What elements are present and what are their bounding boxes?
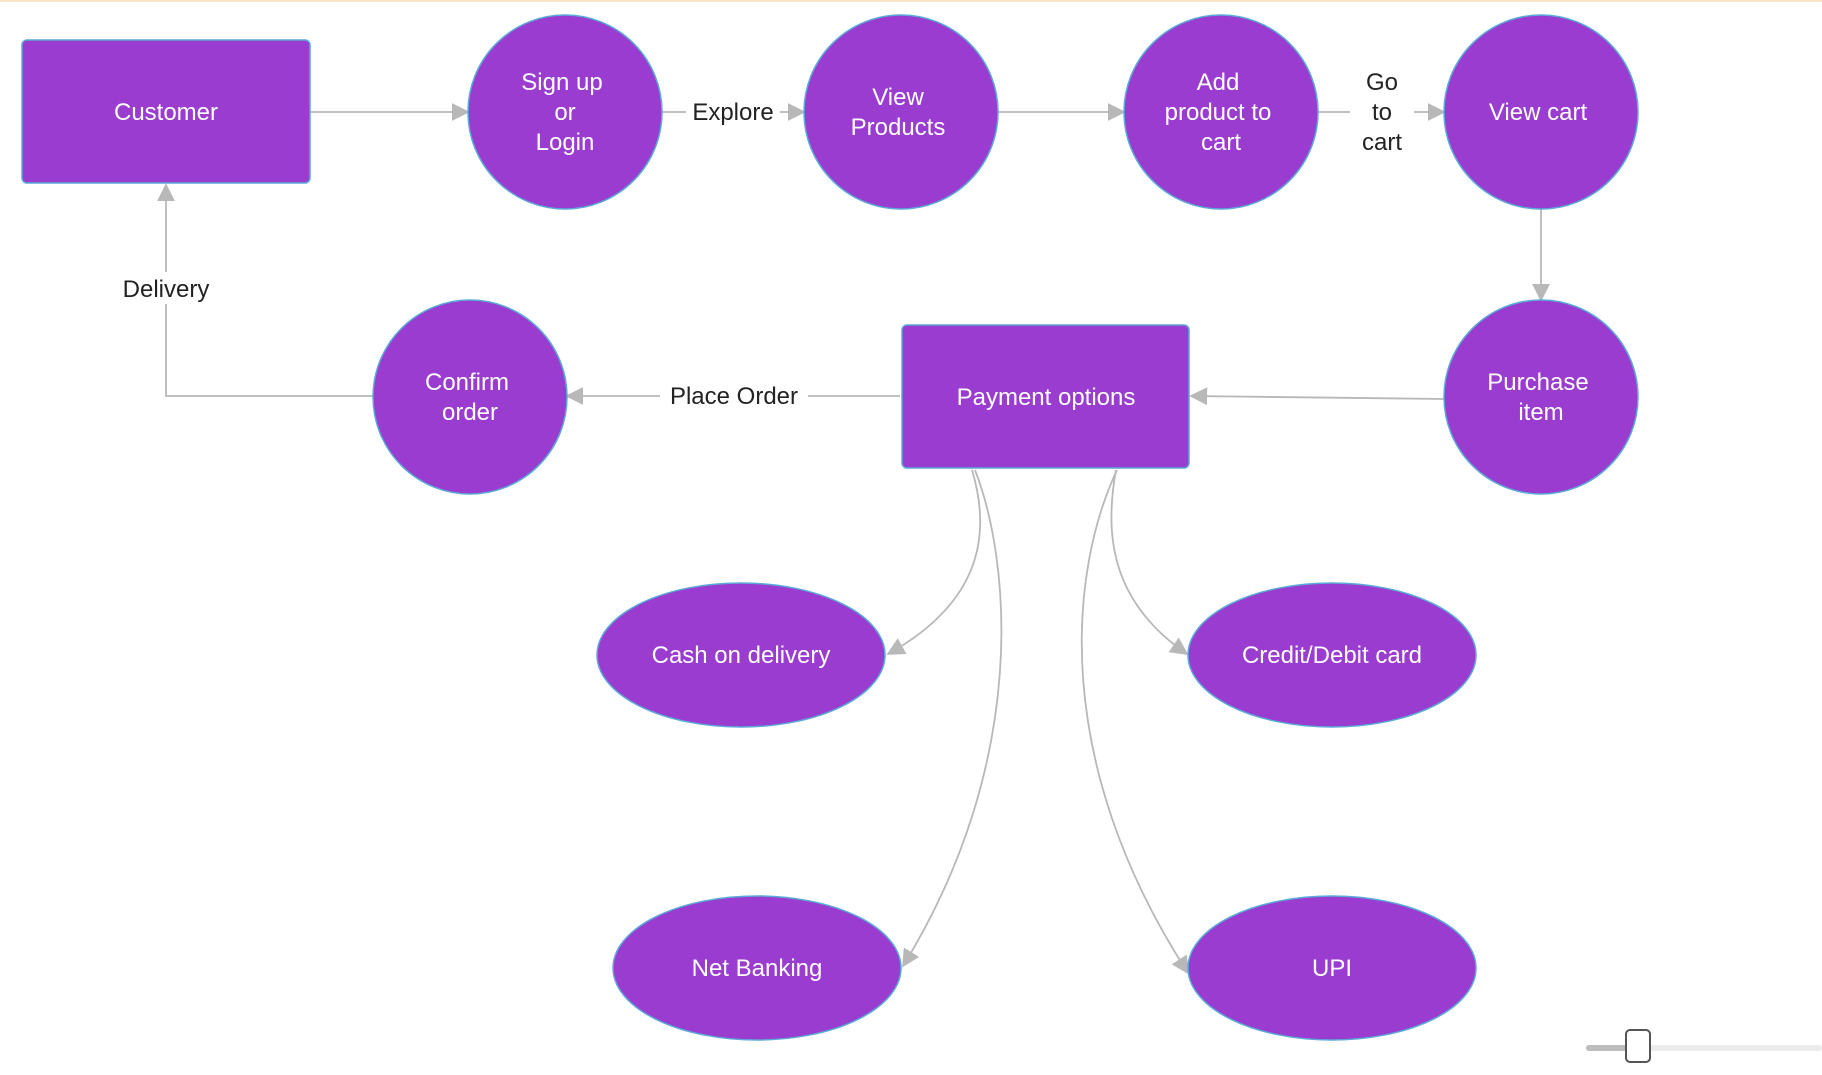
node-netbanking-label: Net Banking <box>692 955 823 982</box>
zoom-slider-handle[interactable] <box>1625 1029 1651 1063</box>
node-confirm-label-line-2: order <box>442 399 498 426</box>
node-customer-label: Customer <box>114 99 218 126</box>
edge-label-delivery-text: Delivery <box>123 276 210 303</box>
node-payment-options[interactable]: Payment options <box>901 324 1190 469</box>
edge-payment-to-cod <box>886 469 982 655</box>
node-credit-debit-card[interactable]: Credit/Debit card <box>1187 582 1477 728</box>
node-customer[interactable]: Customer <box>21 39 311 184</box>
node-card-label: Credit/Debit card <box>1242 642 1422 669</box>
edge-label-place-order: Place Order <box>660 380 808 410</box>
edge-label-place-order-text: Place Order <box>670 383 798 410</box>
node-add-to-cart-label-line-2: product to <box>1165 99 1272 126</box>
node-view-products[interactable]: View Products <box>803 14 999 210</box>
node-purchase-item[interactable]: Purchase item <box>1443 299 1639 495</box>
node-purchase-label-line-1: Purchase <box>1487 369 1588 396</box>
top-border <box>0 0 1822 2</box>
edge-label-go-to-cart-line-2: to <box>1372 99 1392 126</box>
node-cod-label: Cash on delivery <box>652 642 831 669</box>
edge-label-go-to-cart-line-1: Go <box>1366 69 1398 96</box>
edge-labels: Explore Go to cart Place Order Delivery <box>112 62 1414 410</box>
node-net-banking[interactable]: Net Banking <box>612 895 902 1041</box>
edge-payment-to-netbanking <box>902 469 1003 968</box>
node-add-to-cart-label-line-3: cart <box>1201 129 1241 156</box>
zoom-slider-track[interactable] <box>1586 1045 1822 1051</box>
node-confirm-label-line-1: Confirm <box>425 369 509 396</box>
node-upi[interactable]: UPI <box>1187 895 1477 1041</box>
edge-label-delivery: Delivery <box>112 272 220 304</box>
edge-label-explore-text: Explore <box>692 99 773 126</box>
node-view-cart[interactable]: View cart <box>1443 14 1639 210</box>
node-signup-label-line-2: or <box>554 99 575 126</box>
node-add-to-cart-label-line-1: Add <box>1197 69 1240 96</box>
node-view-cart-label: View cart <box>1489 99 1588 126</box>
edge-label-go-to-cart-line-3: cart <box>1362 129 1402 156</box>
edge-purchase-to-payment <box>1189 387 1445 406</box>
edge-payment-to-card <box>1110 469 1189 656</box>
node-view-products-label-line-1: View <box>872 84 924 111</box>
node-signup-label-line-3: Login <box>536 129 595 156</box>
node-payment-label: Payment options <box>957 384 1136 411</box>
zoom-slider-fill <box>1586 1045 1638 1051</box>
node-upi-label: UPI <box>1312 955 1352 982</box>
node-cash-on-delivery[interactable]: Cash on delivery <box>596 582 886 728</box>
nodes: Customer Sign up or Login View Products … <box>21 14 1639 1041</box>
node-signup-login[interactable]: Sign up or Login <box>467 14 663 210</box>
node-confirm-order[interactable]: Confirm order <box>372 299 568 495</box>
edge-label-explore: Explore <box>686 96 780 126</box>
edges <box>157 103 1550 975</box>
edge-confirm-to-customer <box>157 183 373 397</box>
node-add-to-cart[interactable]: Add product to cart <box>1123 14 1319 210</box>
node-signup-label-line-1: Sign up <box>521 69 602 96</box>
node-purchase-label-line-2: item <box>1518 399 1563 426</box>
node-view-products-label-line-2: Products <box>851 114 946 141</box>
edge-label-go-to-cart: Go to cart <box>1350 62 1414 158</box>
edge-payment-to-upi <box>1080 469 1189 975</box>
